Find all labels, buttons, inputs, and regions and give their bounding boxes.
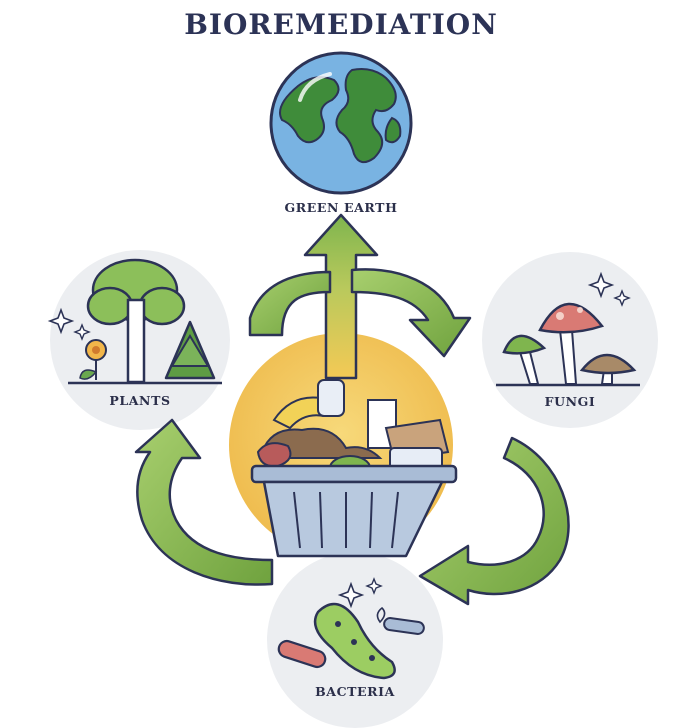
fungi-to-bacteria-arrow-icon bbox=[418, 436, 570, 606]
sparkle-icon bbox=[365, 577, 383, 595]
sparkle-icon bbox=[337, 581, 365, 609]
bacteria-to-plants-arrow-icon bbox=[134, 418, 274, 586]
plants-label: PLANTS bbox=[109, 393, 171, 408]
sparkle-icon bbox=[47, 307, 75, 335]
right-branch-arrow-icon bbox=[350, 268, 472, 358]
up-arrow-icon bbox=[303, 213, 379, 380]
trash-bin-icon bbox=[250, 379, 458, 558]
sparkle-icon bbox=[73, 323, 91, 341]
bacteria-icon bbox=[277, 602, 425, 680]
fungi-label: FUNGI bbox=[544, 394, 596, 409]
bacteria-label: BACTERIA bbox=[315, 684, 395, 699]
left-branch-arrow-icon bbox=[248, 270, 332, 337]
plants-icon bbox=[68, 258, 222, 385]
sparkle-icon bbox=[613, 289, 631, 307]
fungi-icon bbox=[496, 302, 640, 387]
earth-globe-icon bbox=[269, 51, 413, 195]
green-earth-label: GREEN EARTH bbox=[284, 200, 398, 215]
diagram-title: BIOREMEDIATION bbox=[184, 8, 498, 41]
sparkle-icon bbox=[587, 271, 615, 299]
